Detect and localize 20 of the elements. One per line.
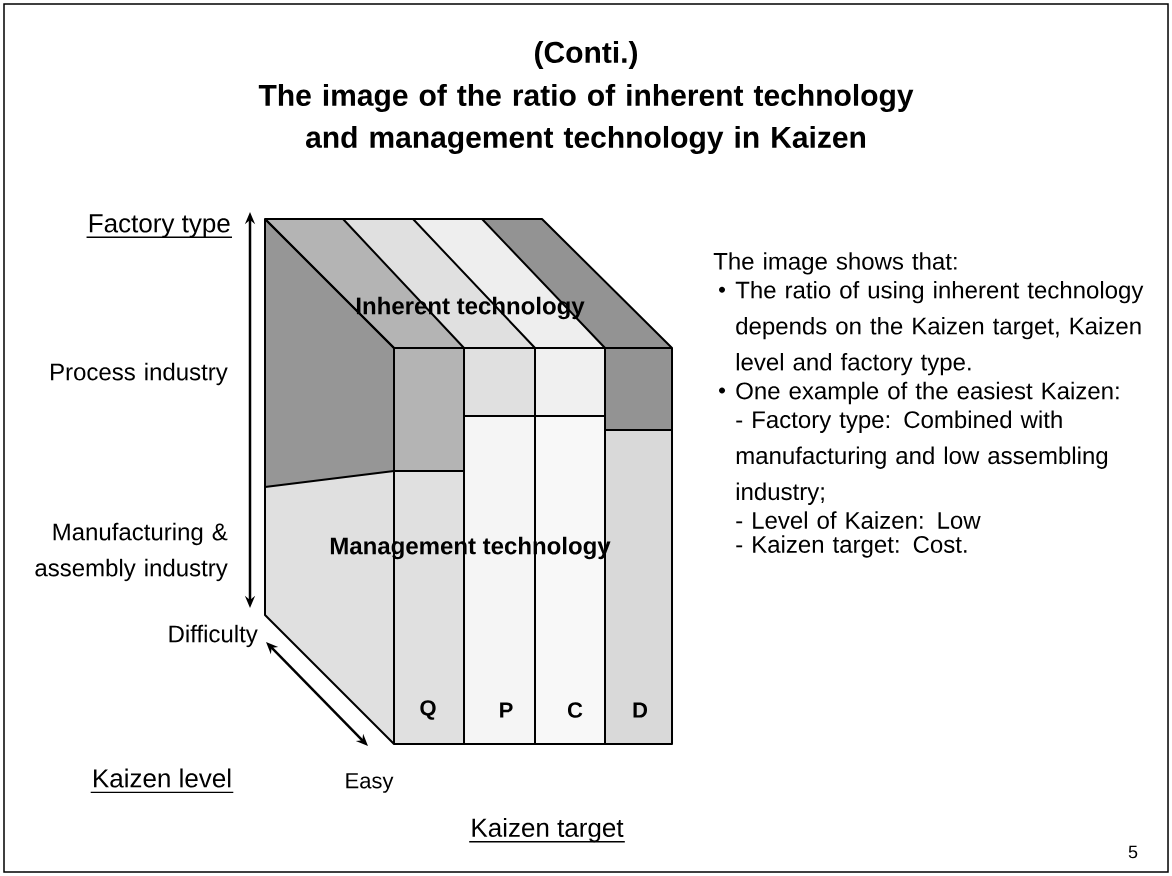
title: (Conti.) <box>535 41 637 69</box>
axis-label: Difficulty <box>169 624 258 648</box>
axis-label: Factory type <box>85 214 233 238</box>
axis-label: Manufacturing & assembly industry <box>35 522 228 582</box>
body-text: The ratio of using inherent technology depends on the Kaizen target, Kaizen level and factory type. <box>735 280 1144 376</box>
title: The image of the ratio of inherent technology and management technology in Kaizen <box>258 83 914 155</box>
column-label: Q <box>420 700 436 720</box>
axis-label: Kaizen level <box>90 768 234 793</box>
column-label: C <box>567 702 583 718</box>
axis-label: Process industry <box>51 362 228 386</box>
column-label: D <box>633 702 648 718</box>
body-text: - Level of Kaizen: Low <box>736 511 981 529</box>
body-text: - Kaizen target: Cost. <box>736 535 967 558</box>
body-text: One example of the easiest Kaizen: <box>736 381 1119 405</box>
page-number: 5 <box>1128 845 1138 859</box>
body-text: The image shows that: <box>713 252 957 275</box>
axis-label: Kaizen target <box>468 817 626 843</box>
column-label: P <box>500 702 513 718</box>
axis-label: Easy <box>346 773 394 793</box>
body-text: - Factory type: Combined with manufacturing and low assembling industry; <box>736 410 1108 505</box>
